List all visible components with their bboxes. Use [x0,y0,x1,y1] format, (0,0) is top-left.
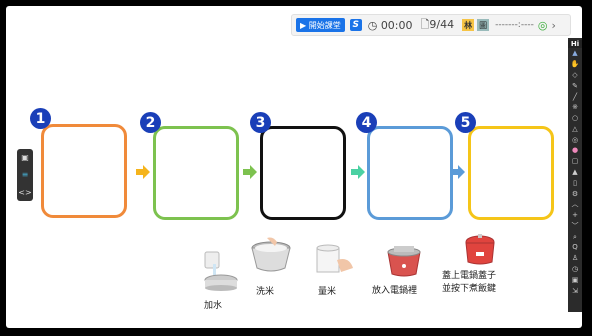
left-toolbar: ▣ ≡ <> [17,149,33,201]
image-badge[interactable]: 圖 [477,19,490,31]
step-number-2: 2 [140,112,161,133]
brush-icon[interactable]: ╱ [572,92,578,101]
whiteboard-screen: ▶ 開始課堂 S ◷ 00:00 🗋9/44 林 圖 -------:---- … [6,6,582,328]
search-icon[interactable]: ⌕ [573,232,577,241]
palette-icon[interactable]: ● [571,146,579,155]
settings-icon[interactable]: ⚙ [571,189,579,198]
step-box-1 [41,124,127,218]
pen-icon[interactable]: ✎ [572,81,578,90]
user-icon[interactable]: ♙ [571,254,579,263]
adding-water-picture [204,251,238,291]
add-icon[interactable]: + [572,211,578,220]
right-toolbar: Hi ▲ ✋ ◇ ✎ ╱ ※ ○ △ ◎ ● ▢ ▲ ▯ ⚙ ︿ + ﹀ ⌕ Q… [568,38,582,312]
washing-rice-picture [251,237,291,272]
code-icon[interactable]: <> [18,187,32,197]
eraser-icon[interactable]: ◇ [572,70,578,79]
rice-cooker-inner-picture [387,246,421,277]
exit-icon[interactable]: ⇲ [572,286,578,295]
highlighter-icon[interactable]: △ [572,124,578,133]
chevron-right-icon[interactable]: › [551,18,556,32]
s-logo-icon[interactable]: S [349,19,362,31]
card-label-1: 加水 [204,301,223,311]
timer-value: 00:00 [380,18,413,32]
rice-cooker-closed-picture [465,234,495,265]
hand-icon[interactable]: ✋ [570,60,580,69]
step-number-3: 3 [250,112,271,133]
circle-icon[interactable]: ○ [571,114,579,123]
step-number-4: 4 [356,112,377,133]
chevron-up-icon[interactable]: ︿ [571,200,579,209]
list-icon[interactable]: ≡ [21,170,29,180]
page-value: 9/44 [429,17,455,31]
page-icon: 🗋 [420,17,430,31]
window-icon[interactable]: ▣ [571,275,579,284]
hi-label[interactable]: Hi [568,40,582,48]
shape-icon[interactable]: ※ [572,103,578,112]
arrow-3-icon [351,165,365,179]
timer-display: ◷ 00:00 [368,19,413,32]
status-text: -------:---- [495,20,534,30]
top-toolbar: ▶ 開始課堂 S ◷ 00:00 🗋9/44 林 圖 -------:---- … [291,14,571,36]
step-number-1: 1 [30,108,51,129]
chevron-down-icon[interactable]: ﹀ [571,221,579,230]
card-label-3: 量米 [318,287,337,297]
step-box-5 [468,126,554,220]
start-class-button[interactable]: ▶ 開始課堂 [296,18,345,32]
wifi-icon: ◎ [537,18,548,32]
measuring-rice-picture [316,244,353,273]
step-box-2 [153,126,239,220]
card-label-2: 洗米 [256,287,275,297]
step-number-5: 5 [455,112,476,133]
pointer-icon[interactable]: ▲ [572,49,578,58]
timer-icon[interactable]: ◷ [571,265,579,274]
step-box-3 [260,126,346,220]
trash-icon[interactable]: ▯ [573,178,577,187]
arrow-1-icon [136,165,150,179]
card-label-5-line1: 蓋上電鍋蓋子 [442,271,497,281]
lock-icon[interactable]: ▲ [572,167,578,176]
zoom-icon[interactable]: Q [572,243,578,252]
camera-icon[interactable]: ◎ [571,135,579,144]
folder-icon[interactable]: ▣ [21,153,29,163]
step-box-4 [367,126,453,220]
card-label-5-line2: 並按下煮飯鍵 [442,284,497,294]
arrow-4-icon [451,165,465,179]
page-indicator: 🗋9/44 [421,16,455,35]
clock-icon: ◷ [367,18,378,32]
arrow-2-icon [243,165,257,179]
crop-icon[interactable]: ▢ [571,157,579,166]
user-badge[interactable]: 林 [462,19,475,31]
card-label-4: 放入電鍋裡 [372,286,418,296]
